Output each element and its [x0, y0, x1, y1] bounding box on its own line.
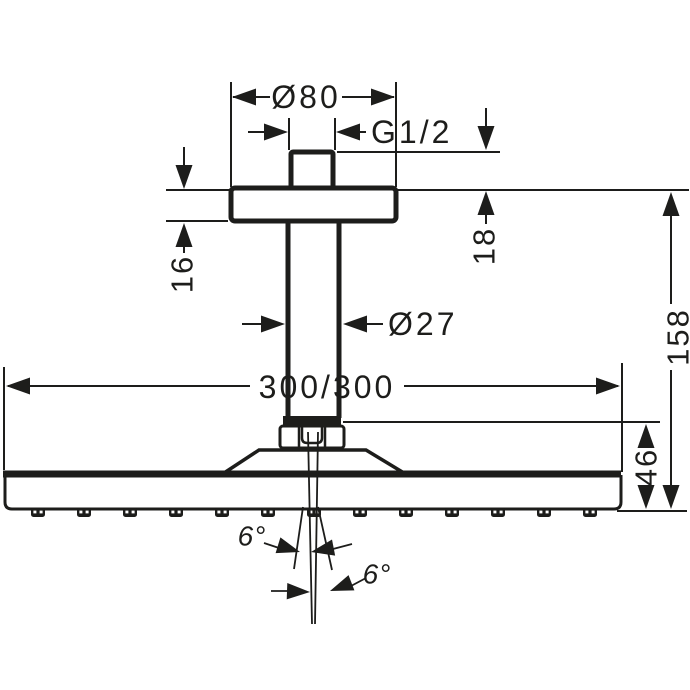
- arrowhead-up-icon: [637, 424, 655, 448]
- arrowhead-left-icon: [327, 575, 355, 599]
- arrowhead-up-icon: [175, 223, 193, 247]
- label-spray-angle-left: 6°: [238, 521, 267, 552]
- thread-nipple: [288, 149, 336, 193]
- dim-spray-angle-left: 6°: [238, 521, 353, 561]
- arrowhead-down-icon: [477, 126, 495, 150]
- leader-line: [350, 577, 367, 587]
- arrowhead-right-icon: [286, 583, 311, 601]
- label-head-height: 46: [629, 448, 664, 486]
- arrowhead-down-icon: [637, 485, 655, 509]
- head-body: [3, 475, 623, 511]
- arrowhead-up-icon: [477, 191, 495, 215]
- arrowhead-down-icon: [662, 485, 680, 509]
- nut-inner-cone: [300, 427, 324, 445]
- connector-nut: [278, 416, 346, 450]
- spray-line-vertical-left: [307, 431, 313, 625]
- leader-line: [332, 543, 353, 550]
- arrowhead-right-icon: [371, 88, 395, 106]
- spray-line-vertical-right: [314, 431, 319, 625]
- nut-body: [278, 424, 346, 450]
- label-overall-height: 158: [661, 308, 690, 366]
- label-head-size: 300/300: [259, 369, 396, 405]
- dim-head-height: 46: [343, 421, 664, 509]
- dim-thread-size: G1/2: [248, 114, 452, 150]
- label-flange-diameter: Ø80: [271, 79, 340, 115]
- dim-thread-stub-height: 18: [337, 108, 502, 265]
- ceiling-flange: [228, 185, 399, 224]
- arrowhead-left-icon: [343, 315, 367, 333]
- label-thread-size: G1/2: [371, 114, 452, 150]
- arrowhead-left-icon: [232, 88, 256, 106]
- label-pipe-diameter: Ø27: [388, 306, 457, 342]
- pipe-end-collar: [283, 416, 341, 426]
- arrowhead-right-icon: [264, 123, 288, 141]
- spray-line-slant-right: [317, 506, 333, 571]
- arrowhead-down-icon: [175, 165, 193, 189]
- leader-line: [263, 542, 280, 549]
- arrowhead-right-icon: [261, 315, 285, 333]
- dim-spray-angle-right: 6°: [271, 559, 392, 601]
- label-thread-stub-height: 18: [467, 227, 502, 265]
- label-spray-angle-right: 6°: [363, 559, 392, 590]
- spray-direction-lines: [293, 431, 333, 625]
- dim-flange-diameter: Ø80: [230, 79, 397, 187]
- spray-line-slant-left: [293, 506, 304, 570]
- label-flange-thickness: 16: [165, 255, 200, 293]
- arrowhead-left-icon: [309, 539, 336, 561]
- dim-head-size: 300/300: [3, 363, 623, 472]
- shower-head: [3, 470, 623, 517]
- dim-pipe-diameter: Ø27: [242, 306, 457, 342]
- dim-overall-height: 158: [617, 192, 690, 512]
- head-mount-boss: [223, 448, 405, 475]
- dim-flange-thickness: 16: [165, 147, 228, 293]
- arrowhead-right-icon: [596, 377, 620, 395]
- arrowhead-up-icon: [662, 192, 680, 216]
- arrowhead-left-icon: [336, 123, 360, 141]
